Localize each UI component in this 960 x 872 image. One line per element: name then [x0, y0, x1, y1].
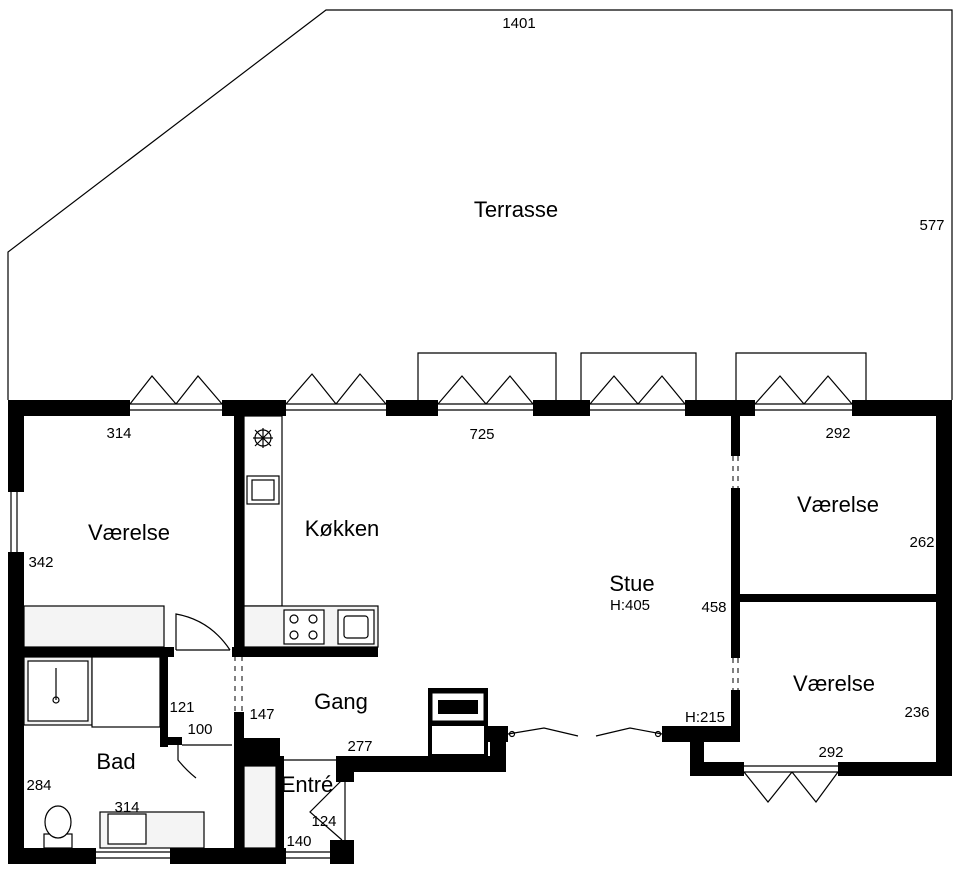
dim-bad-width: 314: [114, 799, 139, 816]
room-bad: Bad: [96, 749, 135, 774]
fireplace: [428, 688, 488, 756]
dim-entre-140: 140: [286, 833, 311, 850]
dim-vaerelse-left-width: 314: [106, 425, 131, 442]
dim-stue-width: 725: [469, 426, 494, 443]
dim-gang-121: 121: [169, 699, 194, 716]
room-vaerelse-right-bottom: Værelse: [793, 671, 875, 696]
bathroom-fixtures: [23, 656, 205, 849]
dim-vaerelse-top-depth: 262: [909, 534, 934, 551]
dim-gang-147: 147: [249, 706, 274, 723]
room-terrasse: Terrasse: [474, 197, 558, 222]
outer-walls: [8, 400, 952, 864]
dim-vaerelse-bottom-width: 292: [818, 744, 843, 761]
dim-gang-277: 277: [347, 738, 372, 755]
kitchen-fixtures: [243, 415, 379, 648]
entre-closet: [243, 765, 277, 849]
stue-doors: [507, 727, 663, 738]
left-window: [10, 492, 18, 552]
room-vaerelse-left: Værelse: [88, 520, 170, 545]
toilet-icon: [43, 805, 73, 849]
room-vaerelse-right-top: Værelse: [797, 492, 879, 517]
stove-icon: [283, 609, 325, 645]
bedroom-door-bottom: [743, 765, 839, 803]
fan-icon: [253, 428, 273, 448]
dim-terrasse-width: 1401: [502, 15, 535, 32]
wardrobe-left: [23, 605, 165, 648]
stue-height: H:405: [610, 597, 650, 614]
dim-bad-depth: 284: [26, 777, 51, 794]
bay-windows: [417, 352, 867, 400]
dim-vaerelse-top-width: 292: [825, 425, 850, 442]
room-kokken: Køkken: [305, 516, 380, 541]
room-entre: Entré: [281, 772, 334, 797]
interior-doors: [96, 613, 346, 859]
room-gang: Gang: [314, 689, 368, 714]
dim-stue-depth: 458: [701, 599, 726, 616]
dim-vaerelse-bottom-depth: 236: [904, 704, 929, 721]
terrace-doors: [129, 373, 853, 411]
room-stue: Stue: [609, 571, 654, 596]
dim-entre-124: 124: [311, 813, 336, 830]
dim-terrasse-depth: 577: [919, 217, 944, 234]
interior-walls: [24, 416, 936, 864]
terrace-outline: [7, 9, 953, 400]
dim-gang-100: 100: [187, 721, 212, 738]
dim-door-height: H:215: [685, 709, 725, 726]
dashed-openings: [234, 456, 739, 712]
dim-vaerelse-left-depth: 342: [28, 554, 53, 571]
